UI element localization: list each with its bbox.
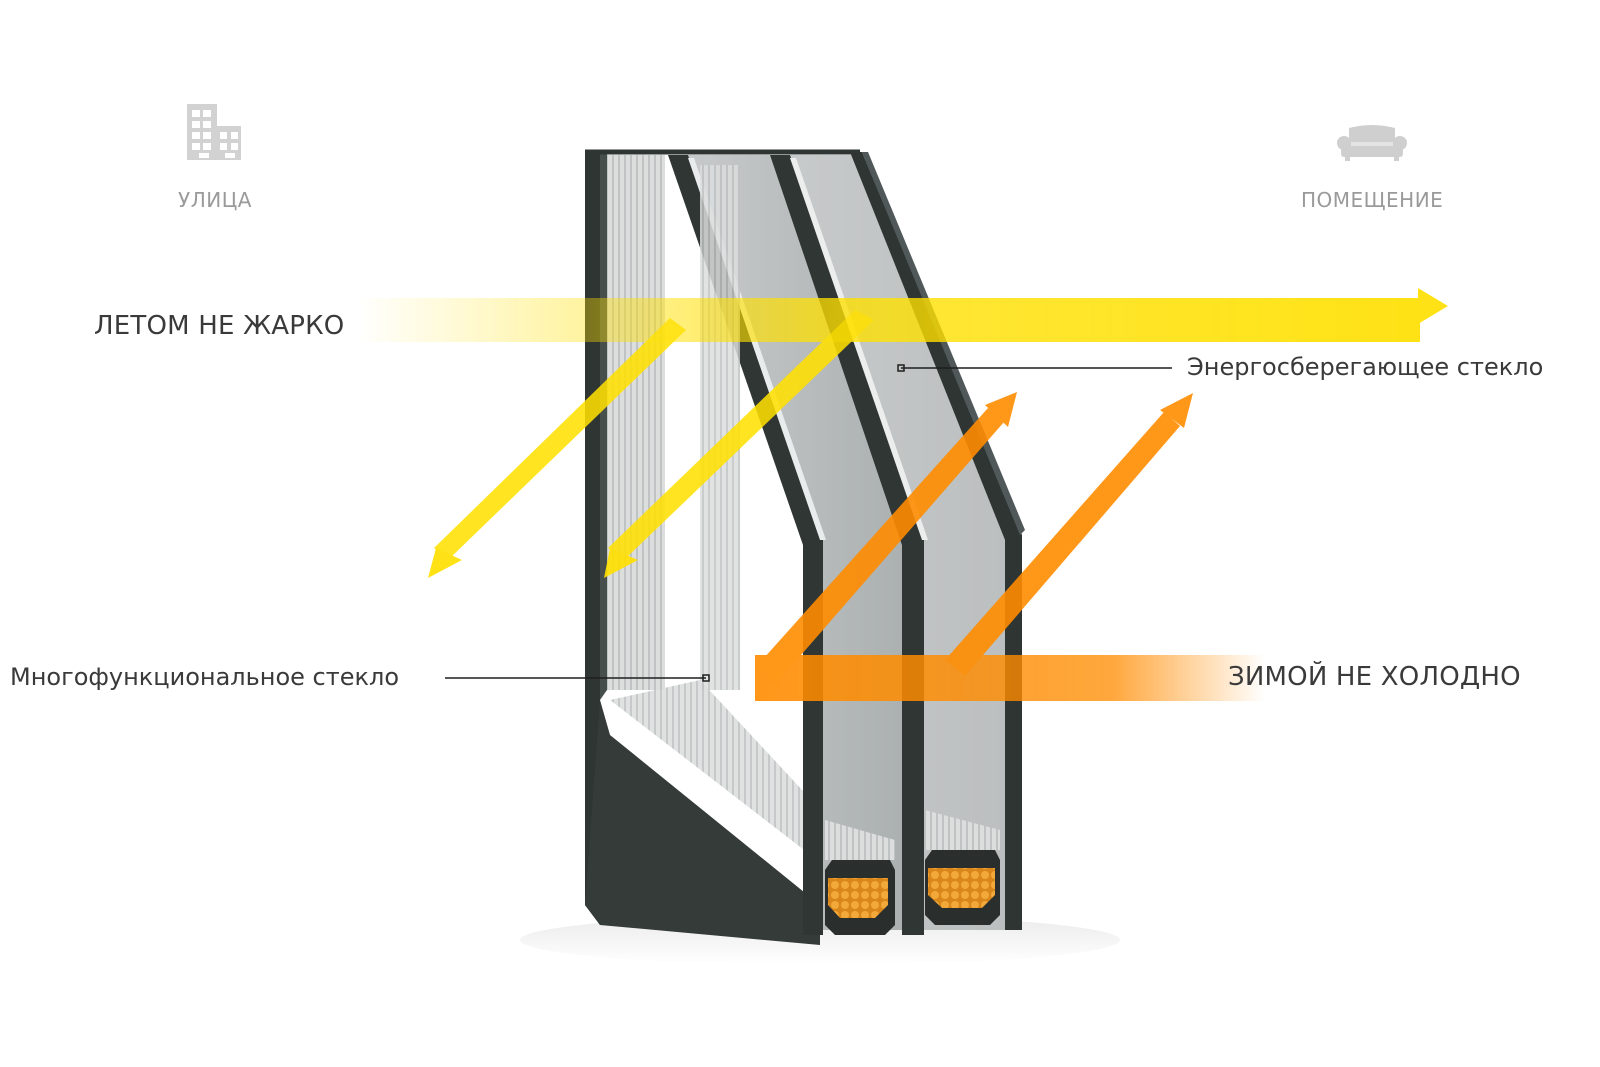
outside-label: УЛИЦА [178, 188, 252, 212]
summer-caption: ЛЕТОМ НЕ ЖАРКО [94, 311, 345, 341]
multifunctional-glass-callout: Многофункциональное стекло [10, 663, 400, 691]
middle-pane [668, 155, 920, 935]
building-icon [187, 104, 241, 160]
summer-main-arrow-head [1418, 288, 1448, 324]
energy-saving-glass-callout: Энергосберегающее стекло [1187, 353, 1544, 381]
spacer-left [825, 820, 895, 935]
outer-pane [585, 149, 860, 945]
sofa-icon [1337, 125, 1407, 161]
inside-label: ПОМЕЩЕНИЕ [1301, 188, 1444, 212]
callout-lines [445, 364, 1172, 682]
spacer-right [925, 810, 1000, 925]
winter-main-arrow-shaft [755, 655, 1265, 701]
winter-arrows [755, 392, 1265, 701]
summer-main-arrow-shaft [355, 298, 1420, 342]
winter-caption: ЗИМОЙ НЕ ХОЛОДНО [1228, 662, 1521, 692]
summer-arrows [355, 288, 1448, 578]
